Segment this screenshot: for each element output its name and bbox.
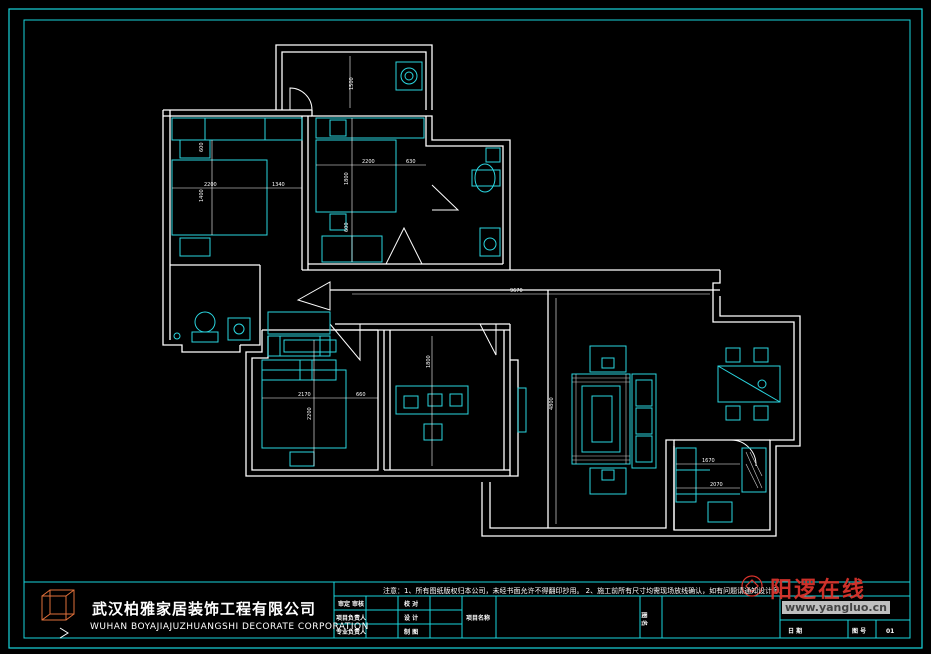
sheet-border [8, 8, 923, 649]
dimension-labels: 2200 1340 1400 600 2200 1800 630 600 150… [199, 77, 723, 488]
dim-bed-a-side: 1340 [272, 182, 285, 188]
watermark-url: www.yangluo.cn [782, 601, 890, 614]
bed-a [171, 117, 303, 257]
role-audit: 审核 [352, 600, 364, 608]
role-drawing-name: 图 名 [640, 612, 648, 626]
furniture [171, 61, 781, 523]
dim-bed-c-right: 660 [356, 392, 366, 398]
dim-balcony-h: 1500 [349, 77, 355, 90]
hatching [572, 374, 763, 489]
title-block [23, 581, 911, 639]
role-draw: 制 图 [404, 628, 418, 636]
kitchen-counter [675, 447, 767, 523]
role-check: 校 对 [404, 600, 418, 608]
bed-b [315, 117, 425, 263]
washing-machine [395, 61, 423, 91]
doors [289, 87, 757, 467]
title-block-labels: 审定 审核 校 对 项目负责人 设 计 专业负责人 制 图 项目名称 图 名 日… [336, 600, 894, 636]
logo-arrow [59, 627, 69, 639]
bed-c [261, 339, 347, 467]
dimension-lines [172, 56, 740, 524]
dim-bed-c-width: 2170 [298, 392, 311, 398]
dim-bed-b-h: 1800 [344, 172, 350, 185]
dim-bed-a-h1: 1400 [199, 189, 205, 202]
role-drawing-no: 图 号 [852, 627, 866, 635]
role-review: 审定 [338, 600, 350, 608]
dim-bed-b-right: 630 [406, 159, 416, 165]
dining-table [717, 347, 781, 421]
company-name-en: WUHAN BOYAJIAJUZHUANGSHI DECORATE CORPOR… [90, 622, 369, 632]
sofa-set [571, 345, 657, 495]
role-project-lead: 项目负责人 [336, 614, 367, 622]
dim-bed-b-bottom: 600 [344, 222, 350, 232]
role-design: 设 计 [404, 614, 418, 622]
dim-living-h: 4800 [549, 397, 555, 410]
dim-study-h: 1800 [426, 355, 432, 368]
dim-bed-a-h2: 600 [199, 142, 205, 152]
bathroom-fixtures [471, 147, 501, 257]
drawing-notes: 注意：1、所有图纸版权归本公司，未经书面允许不得翻印抄用。 2、施工前所有尺寸均… [383, 587, 787, 595]
watermark-logo [741, 575, 763, 597]
watermark-brand: 阳逻在线 [770, 578, 867, 603]
role-pro-lead: 专业负责人 [336, 628, 367, 636]
dim-kitchen-w1: 1670 [702, 458, 715, 464]
role-project-name: 项目名称 [466, 614, 490, 622]
dim-bed-b-width: 2200 [362, 159, 375, 165]
walls [162, 44, 801, 537]
company-logo [41, 589, 75, 621]
dim-kitchen-w2: 2070 [710, 482, 723, 488]
company-name-cn: 武汉柏雅家居装饰工程有限公司 [92, 600, 317, 618]
sheet-no: 01 [886, 628, 894, 635]
role-date: 日 期 [788, 627, 802, 635]
dim-bed-c-h: 2200 [307, 407, 313, 420]
dim-corridor-len: 9670 [510, 288, 523, 294]
toilet-sink [173, 311, 251, 343]
dim-bed-a-width: 2200 [204, 182, 217, 188]
